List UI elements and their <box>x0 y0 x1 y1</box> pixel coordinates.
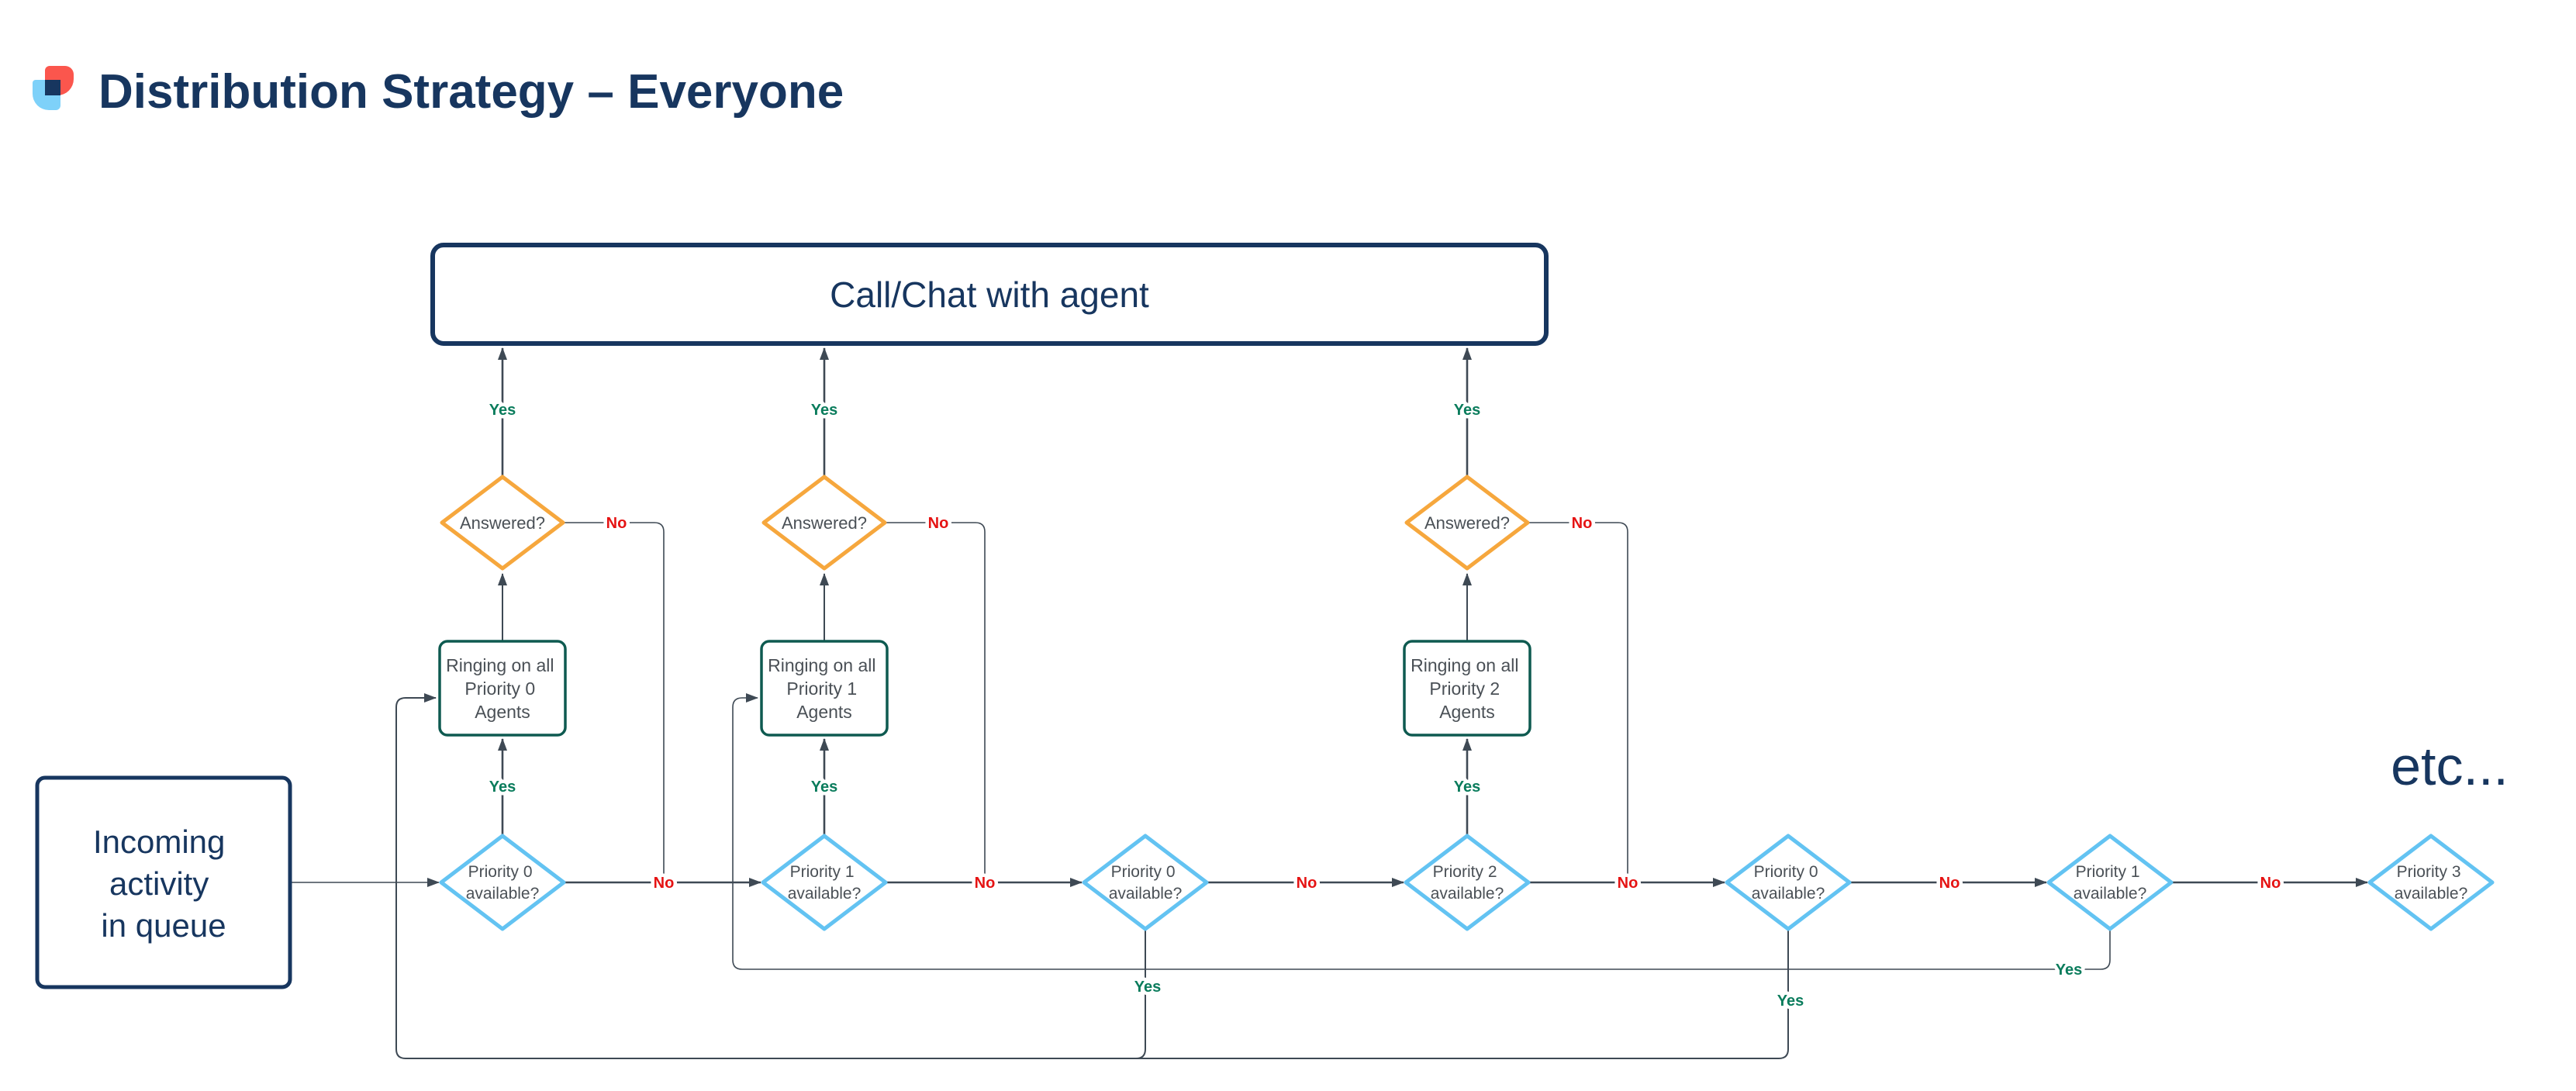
node-answered-3[interactable] <box>1404 475 1530 571</box>
node-answered-1-label: Answered? <box>460 513 545 533</box>
node-priority2-check-1-label: Priority 2 available? <box>1431 863 1504 903</box>
edge-label-no-row3: No <box>1297 875 1317 892</box>
edge-label-yes-check3: Yes <box>1134 979 1161 996</box>
node-priority0-check-1[interactable] <box>439 834 566 931</box>
node-ringing-p1[interactable] <box>760 640 889 737</box>
node-priority2-check-1[interactable] <box>1404 834 1531 931</box>
node-incoming-queue-label: Incoming activity in queue <box>93 823 234 944</box>
edge-label-yes-answered3: Yes <box>1454 402 1480 419</box>
connector-answered1-no <box>563 522 665 882</box>
node-answered-2[interactable] <box>761 475 887 571</box>
node-call-chat-label: Call/Chat with agent <box>830 274 1149 315</box>
node-priority3-check-1-label: Priority 3 available? <box>2395 863 2468 903</box>
node-priority3-check-1[interactable] <box>2367 834 2495 931</box>
edge-label-yes-answered2: Yes <box>811 402 837 419</box>
node-ringing-p1-label: Ringing on all Priority 1 Agents <box>768 655 881 722</box>
edge-label-no-row5: No <box>1939 875 1960 892</box>
edge-label-yes-check5: Yes <box>1777 993 1804 1010</box>
node-priority1-check-2-label: Priority 1 available? <box>2074 863 2147 903</box>
edge-label-no-answered3: No <box>1572 515 1593 532</box>
connector-loop-p1-to-ring1 <box>732 693 2111 970</box>
node-priority1-check-2[interactable] <box>2046 834 2174 931</box>
edge-label-yes-answered1: Yes <box>489 402 516 419</box>
edge-label-no-answered2: No <box>928 515 949 532</box>
node-priority0-check-1-label: Priority 0 available? <box>466 863 540 903</box>
connectors <box>290 347 2368 1059</box>
node-ringing-p0[interactable] <box>438 640 567 737</box>
node-ringing-p0-label: Ringing on all Priority 0 Agents <box>446 655 559 722</box>
page-title: Distribution Strategy – Everyone <box>98 65 844 119</box>
connector-answered2-no <box>885 522 986 882</box>
node-ringing-p2[interactable] <box>1403 640 1531 737</box>
connector-answered3-no <box>1528 522 1628 882</box>
node-ringing-p2-label: Ringing on all Priority 2 Agents <box>1411 655 1524 722</box>
connector-loop-p0-to-ring0 <box>395 693 1789 1059</box>
node-priority1-check-1-label: Priority 1 available? <box>788 863 862 903</box>
node-priority0-check-2-label: Priority 0 available? <box>1109 863 1183 903</box>
edge-labels: Yes Yes Yes Yes Yes Yes Yes Yes Yes No N… <box>485 399 2284 1013</box>
node-priority1-check-1[interactable] <box>761 834 888 931</box>
app-logo <box>33 66 74 110</box>
edge-label-yes-check1: Yes <box>489 779 516 796</box>
node-answered-2-label: Answered? <box>782 513 867 533</box>
edge-label-yes-check6: Yes <box>2056 962 2082 979</box>
node-call-chat[interactable] <box>430 243 1549 346</box>
node-priority0-check-2[interactable] <box>1082 834 1209 931</box>
node-priority0-check-3[interactable] <box>1725 834 1852 931</box>
node-priority0-check-3-label: Priority 0 available? <box>1752 863 1825 903</box>
edge-label-yes-check2: Yes <box>811 779 837 796</box>
edge-label-no-row1: No <box>654 875 675 892</box>
edge-label-no-row4: No <box>1618 875 1638 892</box>
connector-loop-p0-join <box>1135 929 1146 1059</box>
etc-annotation: etc... <box>2391 736 2509 796</box>
edge-label-no-row6: No <box>2260 875 2281 892</box>
edge-label-no-row2: No <box>975 875 996 892</box>
node-incoming-queue[interactable] <box>35 775 292 989</box>
node-answered-1[interactable] <box>440 475 565 571</box>
edge-label-yes-check4: Yes <box>1454 779 1480 796</box>
edge-label-no-answered1: No <box>606 515 627 532</box>
logo-navy-shape <box>45 80 60 95</box>
node-answered-3-label: Answered? <box>1424 513 1510 533</box>
